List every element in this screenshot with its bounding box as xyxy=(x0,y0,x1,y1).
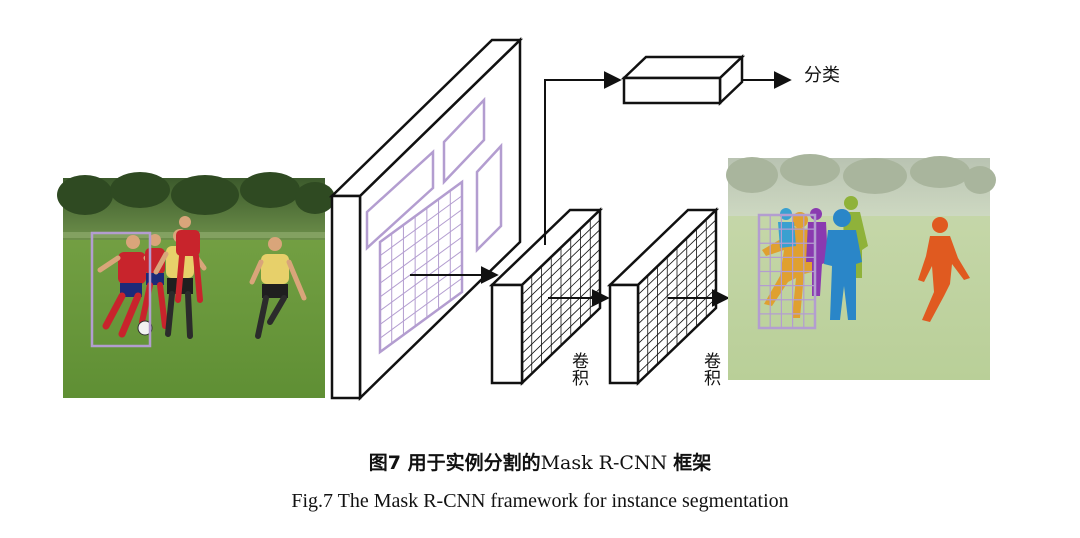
caption-chinese: 图7 用于实例分割的Mask R-CNN 框架 xyxy=(0,448,1080,475)
output-mask-grid xyxy=(759,215,815,328)
label-conv-1: 卷积 xyxy=(568,352,589,386)
conv-block-1-grid xyxy=(521,219,601,374)
soccer-ball xyxy=(137,320,153,336)
mask-rcnn-diagram: 分类 卷积 卷积 xyxy=(57,37,996,401)
caption-chinese-prefix: 图7 用于实例分割的 xyxy=(368,452,541,474)
label-conv-2: 卷积 xyxy=(700,352,721,386)
caption-chinese-suffix: 框架 xyxy=(673,452,712,474)
mask-blue xyxy=(824,209,862,320)
input-tree-line xyxy=(57,172,335,215)
output-tree-line xyxy=(726,154,996,194)
mask-red xyxy=(918,217,970,322)
backbone-feature-map xyxy=(328,37,524,401)
player-yellow-2 xyxy=(249,237,307,339)
conv-block-2-grid xyxy=(637,219,717,374)
input-photo xyxy=(57,172,335,398)
output-photo xyxy=(726,154,996,380)
output-roi-box xyxy=(757,213,817,330)
caption-chinese-latin: Mask R-CNN xyxy=(540,452,674,474)
region-proposals xyxy=(365,96,503,355)
conv-block-2 xyxy=(606,207,720,386)
label-classify: 分类 xyxy=(804,65,840,86)
input-roi-box xyxy=(90,231,152,348)
roi-align-grid xyxy=(379,190,463,344)
caption-english: Fig.7 The Mask R-CNN framework for insta… xyxy=(291,490,789,512)
classifier-block xyxy=(620,54,746,106)
conv-block-1 xyxy=(488,207,604,386)
player-red-3 xyxy=(175,216,203,303)
arrow-to-classifier xyxy=(544,71,622,245)
